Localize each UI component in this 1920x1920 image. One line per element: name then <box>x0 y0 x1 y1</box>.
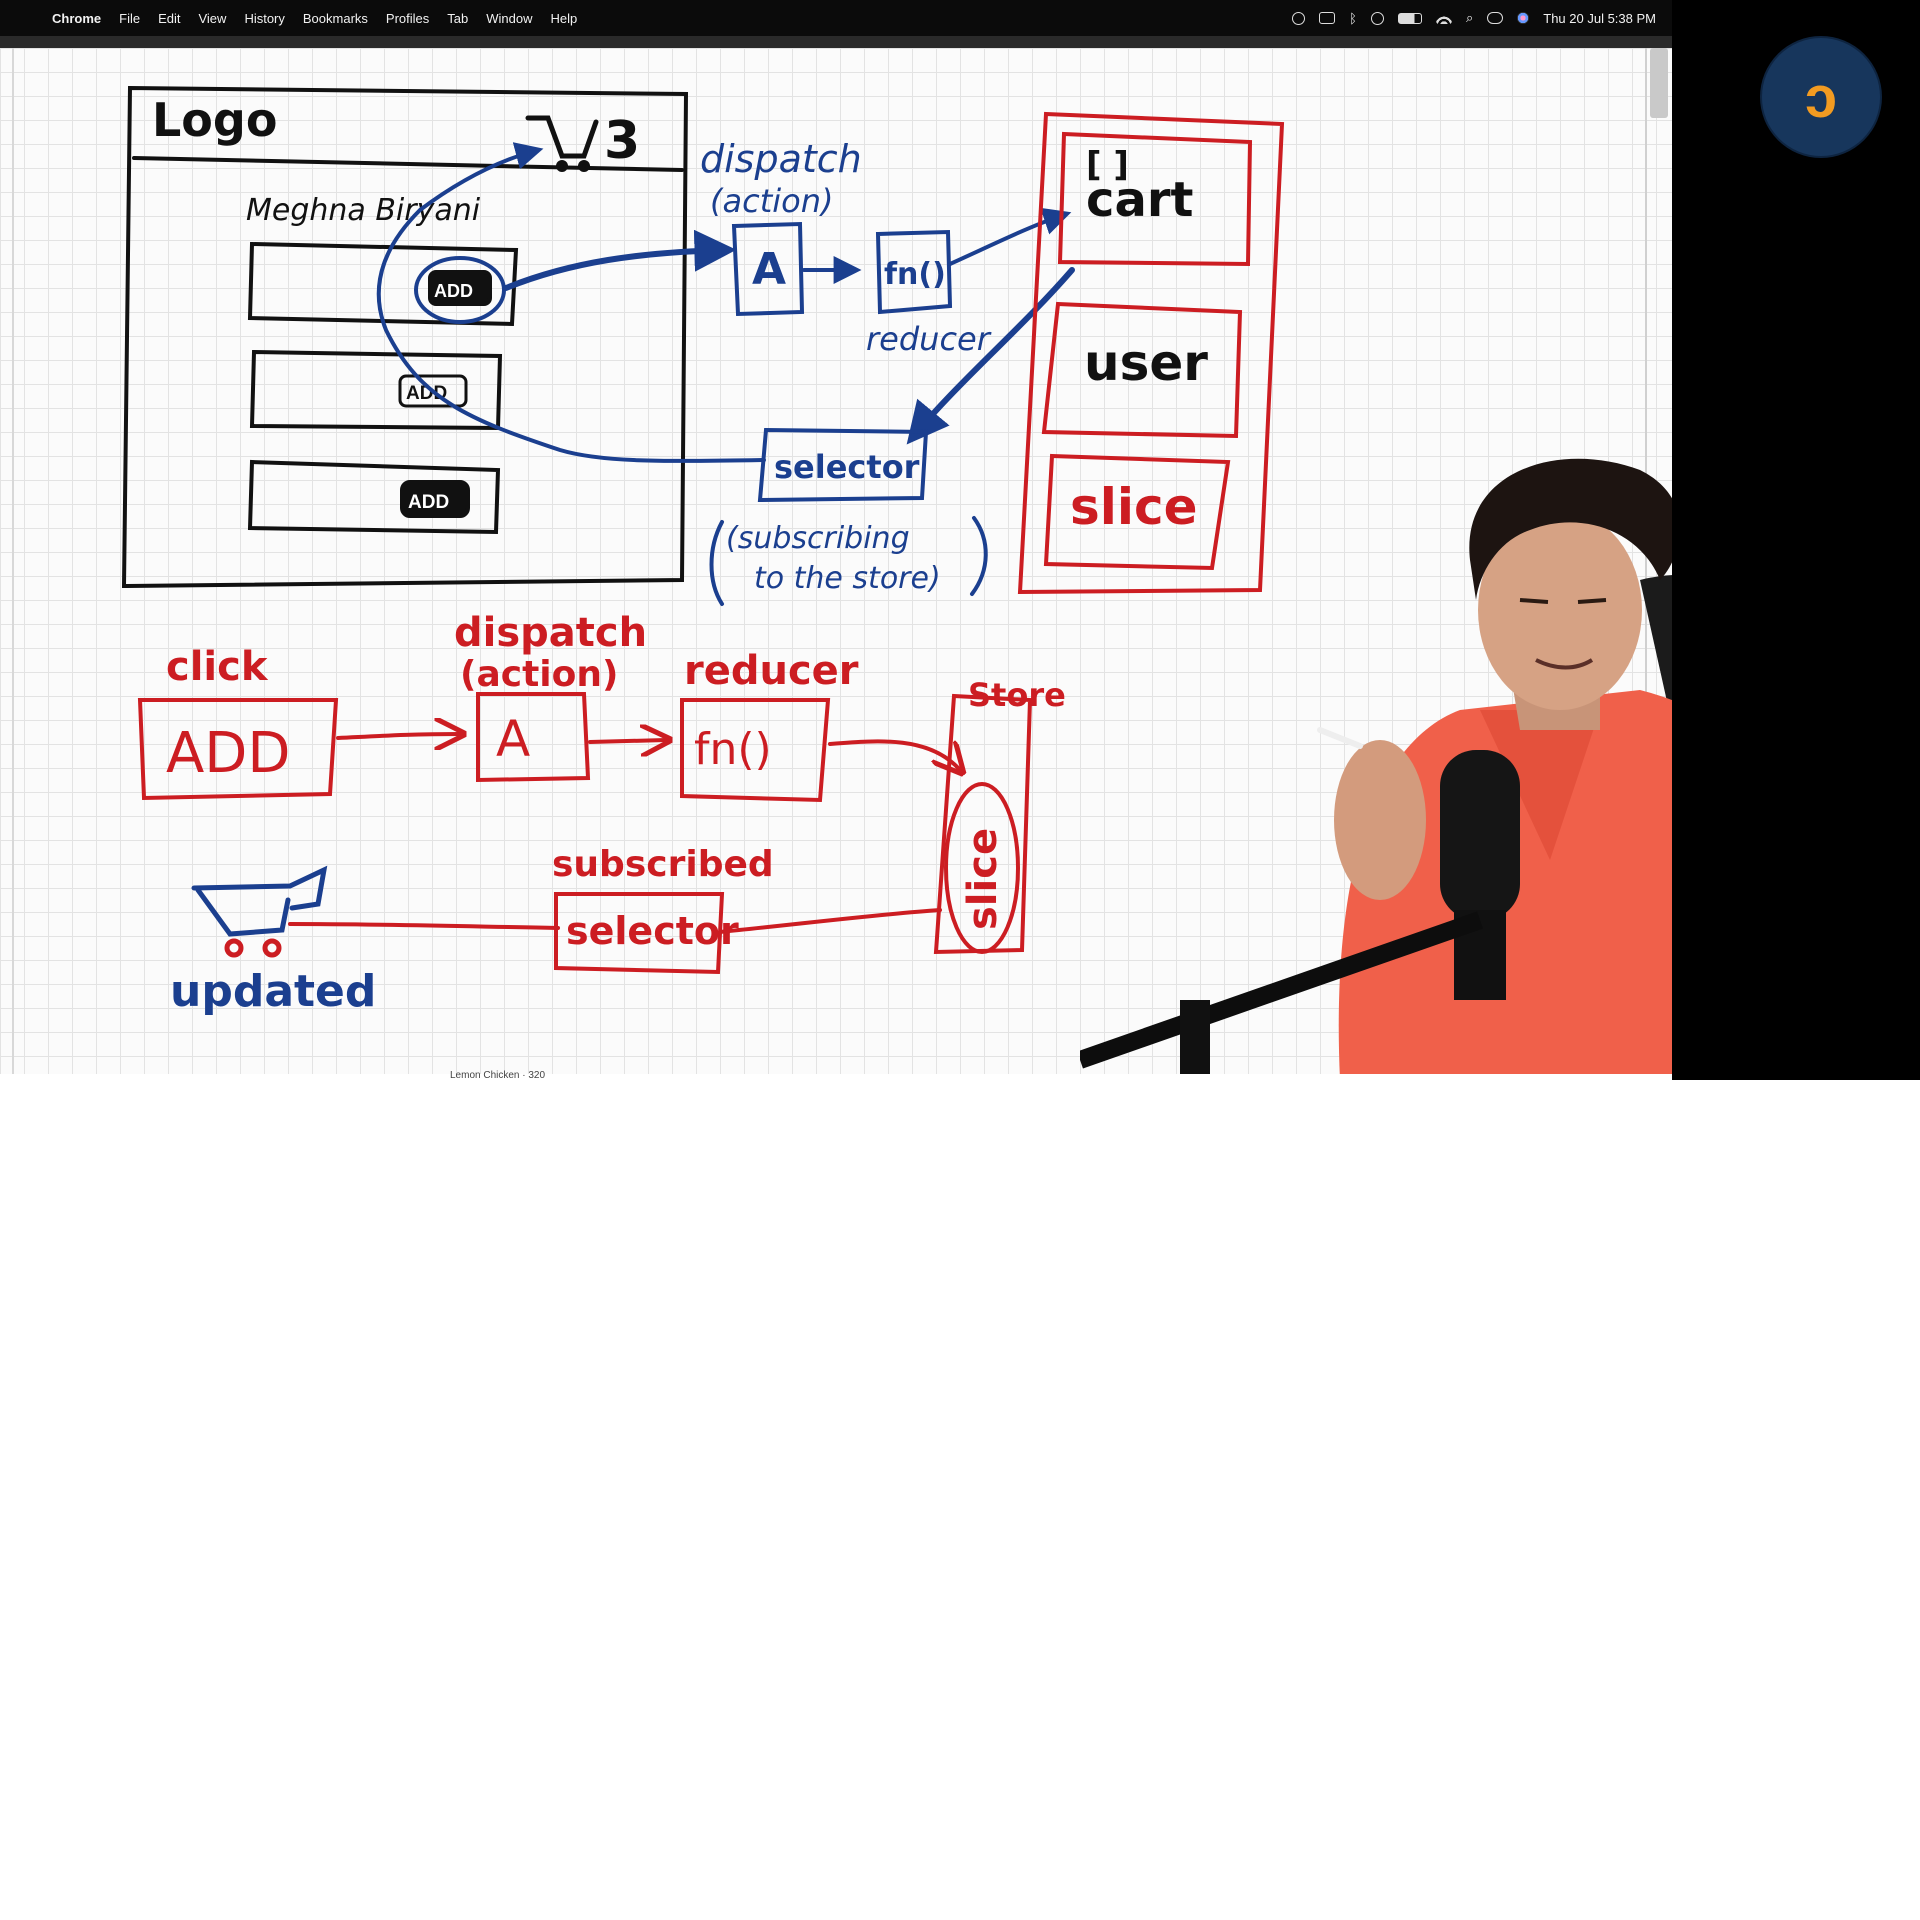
mockup-add-button-1: ADD <box>434 281 473 301</box>
store-red <box>1017 111 1285 595</box>
menubar-datetime[interactable]: Thu 20 Jul 5:38 PM <box>1543 10 1656 26</box>
updated-cart-icon <box>191 865 328 958</box>
store-slice: slice <box>1070 478 1198 536</box>
mockup-logo: Logo <box>152 93 277 147</box>
top-reducer-label: reducer <box>866 320 992 358</box>
siri-icon[interactable] <box>1517 12 1530 24</box>
keyboard-icon[interactable] <box>1319 12 1336 24</box>
updated-label: updated <box>170 966 376 1017</box>
store-cart-top: [ ] <box>1086 145 1129 185</box>
top-subscribing-line2: to the store) <box>754 561 941 596</box>
control-center-icon[interactable] <box>1487 12 1504 24</box>
wifi-icon[interactable] <box>1435 12 1452 24</box>
mockup-add-button-2: ADD <box>406 383 447 404</box>
whiteboard-drawing: Logo 3 Meghna Biryani ADD ADD ADD dispat… <box>121 85 1285 1017</box>
store-user: user <box>1084 334 1208 392</box>
vertical-scrollbar[interactable] <box>1650 48 1668 118</box>
top-dispatch-label: dispatch <box>700 137 862 181</box>
menu-edit[interactable]: Edit <box>158 10 181 26</box>
store-cart: cart <box>1086 172 1193 228</box>
bottom-selector-box: selector <box>566 909 739 953</box>
bottom-subscribed-label: subscribed <box>552 844 774 885</box>
menu-history[interactable]: History <box>244 10 285 26</box>
bottom-click-label: click <box>166 644 269 690</box>
board-left-edge <box>12 48 14 1080</box>
bottom-fn-box: fn() <box>694 724 772 775</box>
video-frame: Chrome File Edit View History Bookmarks … <box>0 0 1920 1080</box>
top-selector-box: selector <box>774 448 920 486</box>
menu-help[interactable]: Help <box>550 10 578 26</box>
app-mockup <box>121 85 689 589</box>
right-black-panel <box>1672 0 1920 1080</box>
bottom-partial-text: Lemon Chicken · 320 <box>450 1070 546 1080</box>
top-flow-blue <box>376 142 1075 606</box>
top-fn-box: fn() <box>884 257 946 292</box>
top-subscribing-line1: (subscribing <box>726 521 910 556</box>
channel-logo-icon: ↄ <box>1762 38 1880 156</box>
top-action-label: (action) <box>710 182 833 220</box>
play-icon[interactable] <box>1370 11 1384 25</box>
mockup-restaurant-name: Meghna Biryani <box>246 193 481 228</box>
bottom-action-label: (action) <box>460 654 618 695</box>
bottom-reducer-label: reducer <box>684 648 859 694</box>
bottom-dispatch-label: dispatch <box>454 610 647 656</box>
macos-menubar: Chrome File Edit View History Bookmarks … <box>0 0 1672 36</box>
bottom-strip <box>0 1074 1672 1080</box>
channel-logo-glyph: ↄ <box>1804 64 1838 130</box>
mockup-add-button-3: ADD <box>408 492 449 513</box>
menu-view[interactable]: View <box>198 10 227 26</box>
search-icon[interactable]: ⌕ <box>1465 10 1474 25</box>
bottom-slice-label: slice <box>960 828 1006 930</box>
board-right-edge <box>1645 48 1647 1080</box>
menu-window[interactable]: Window <box>486 10 533 26</box>
top-action-box: A <box>752 244 786 295</box>
bottom-add-box: ADD <box>166 721 291 786</box>
record-icon[interactable] <box>1292 11 1306 25</box>
battery-icon[interactable] <box>1397 12 1422 24</box>
menu-bookmarks[interactable]: Bookmarks <box>302 10 368 26</box>
mockup-cart-count: 3 <box>604 111 640 171</box>
bluetooth-icon[interactable]: ᛒ <box>1349 10 1357 26</box>
bottom-store-label: Store <box>968 676 1066 714</box>
menu-tab[interactable]: Tab <box>447 10 469 26</box>
bottom-flow-red <box>137 692 1033 975</box>
menu-file[interactable]: File <box>119 10 141 26</box>
bottom-action-box: A <box>496 710 530 768</box>
browser-toolbar-strip <box>0 36 1672 48</box>
menu-app-name[interactable]: Chrome <box>52 10 102 26</box>
menu-profiles[interactable]: Profiles <box>385 10 430 26</box>
